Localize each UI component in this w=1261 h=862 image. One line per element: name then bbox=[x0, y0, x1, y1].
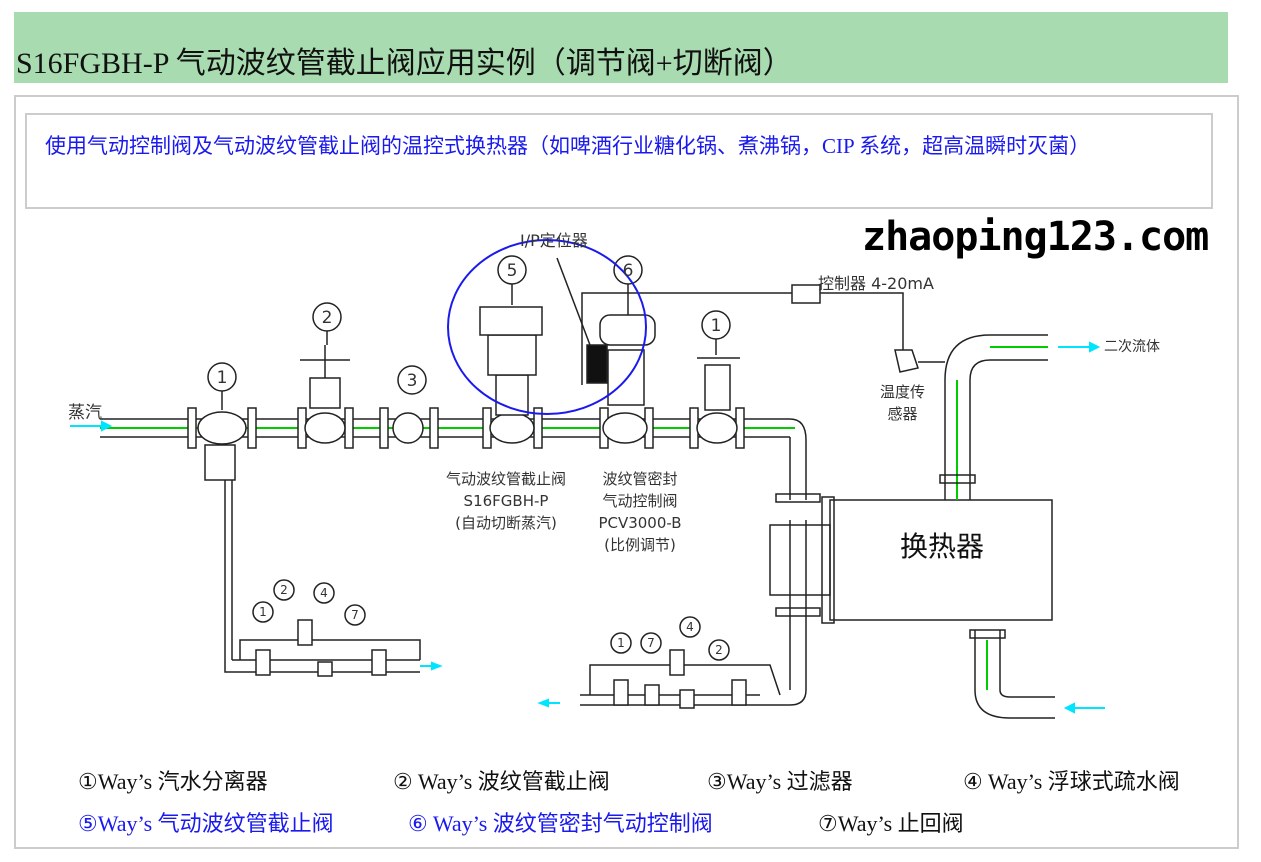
marker-1b: 1 bbox=[711, 316, 722, 336]
marker-4b: 4 bbox=[686, 620, 694, 634]
temp-sensor-line-1: 温度传 bbox=[880, 383, 926, 401]
marker-2b: 2 bbox=[280, 583, 288, 597]
legend-item-3: ③Way’s 过滤器 bbox=[707, 769, 853, 794]
legend-item-6: ⑥ Way’s 波纹管密封气动控制阀 bbox=[408, 811, 713, 836]
marker-2c: 2 bbox=[715, 643, 723, 657]
marker-1d: 1 bbox=[617, 636, 625, 650]
valve6-line-3: PCV3000-B bbox=[598, 514, 682, 532]
marker-1c: 1 bbox=[259, 605, 267, 619]
content-frame bbox=[14, 95, 1239, 849]
steam-inlet-label: 蒸汽 bbox=[68, 403, 102, 423]
marker-7: 7 bbox=[351, 608, 359, 622]
legend-item-1: ①Way’s 汽水分离器 bbox=[78, 769, 268, 794]
marker-6: 6 bbox=[623, 261, 634, 281]
intro-text: 使用气动控制阀及气动波纹管截止阀的温控式换热器（如啤酒行业糖化锅、煮沸锅，CIP… bbox=[45, 134, 1091, 158]
legend-item-2: ② Way’s 波纹管截止阀 bbox=[393, 769, 610, 794]
valve5-description: 气动波纹管截止阀 S16FGBH-P (自动切断蒸汽) bbox=[436, 468, 576, 534]
marker-3: 3 bbox=[407, 371, 418, 391]
marker-7b: 7 bbox=[647, 636, 655, 650]
secondary-fluid-label: 二次流体 bbox=[1104, 339, 1160, 355]
valve-1 bbox=[696, 357, 740, 444]
valve5-line-2: S16FGBH-P bbox=[463, 492, 549, 510]
title-bar: S16FGBH-P 气动波纹管截止阀应用实例（调节阀+切断阀） bbox=[14, 12, 1228, 83]
legend-item-4: ④ Way’s 浮球式疏水阀 bbox=[963, 769, 1180, 794]
valve6-line-2: 气动控制阀 bbox=[602, 492, 678, 510]
watermark: zhaoping123.com bbox=[862, 214, 1209, 260]
valve-5 bbox=[479, 306, 543, 444]
heat-exchanger bbox=[769, 496, 1053, 624]
intro-box: 使用气动控制阀及气动波纹管截止阀的温控式换热器（如啤酒行业糖化锅、煮沸锅，CIP… bbox=[25, 113, 1213, 209]
valve-2 bbox=[300, 345, 350, 444]
valve5-line-3: (自动切断蒸汽) bbox=[455, 514, 557, 532]
valve6-line-1: 波纹管密封 bbox=[602, 470, 678, 488]
strainer-3 bbox=[392, 412, 424, 444]
controller-label: 控制器 4-20mA bbox=[818, 274, 934, 293]
valve6-line-4: (比例调节) bbox=[604, 536, 676, 554]
marker-5: 5 bbox=[507, 261, 518, 281]
legend-item-5: ⑤Way’s 气动波纹管截止阀 bbox=[78, 811, 334, 836]
valve5-line-1: 气动波纹管截止阀 bbox=[445, 470, 566, 488]
marker-4: 4 bbox=[320, 586, 328, 600]
highlight-circle bbox=[447, 239, 647, 415]
marker-2: 2 bbox=[322, 308, 333, 328]
heat-exchanger-label: 换热器 bbox=[900, 530, 985, 563]
temp-sensor-label: 温度传感器 bbox=[880, 381, 925, 425]
valve6-description: 波纹管密封气动控制阀 PCV3000-B (比例调节) bbox=[585, 468, 695, 556]
page-title: S16FGBH-P 气动波纹管截止阀应用实例（调节阀+切断阀） bbox=[16, 47, 793, 80]
ip-positioner-label: I/P定位器 bbox=[520, 231, 588, 250]
marker-1: 1 bbox=[217, 368, 228, 388]
steam-separator bbox=[197, 411, 247, 481]
valve-6 bbox=[586, 314, 656, 444]
temp-sensor-line-2: 感器 bbox=[887, 405, 918, 423]
legend-item-7: ⑦Way’s 止回阀 bbox=[818, 811, 964, 836]
